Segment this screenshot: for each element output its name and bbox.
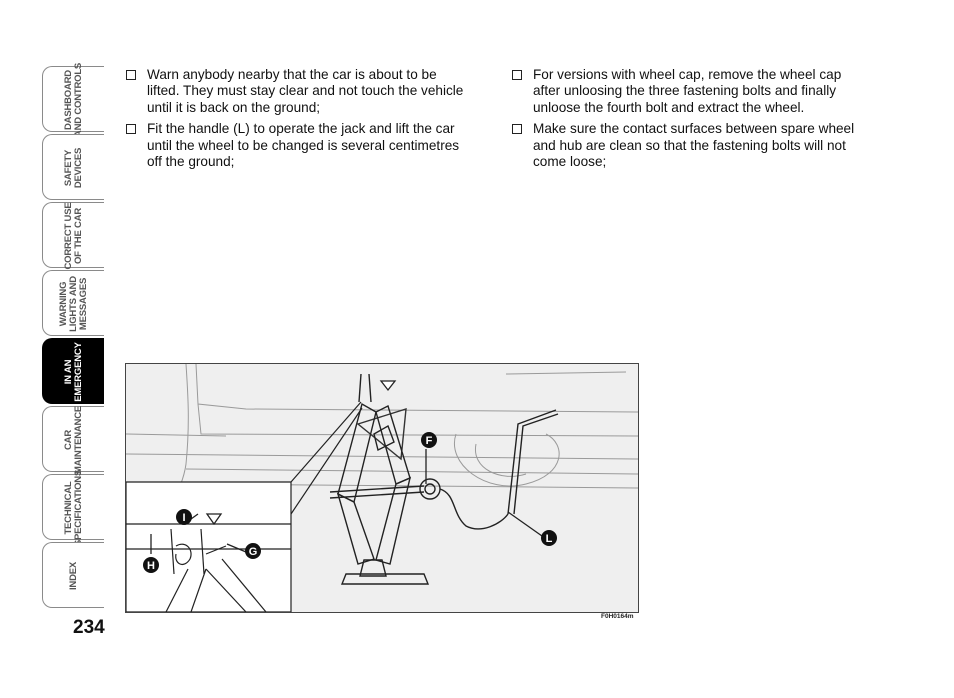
- tab-label: CAR MAINTENANCE: [63, 406, 84, 474]
- tab-label: WARNING LIGHTS AND MESSAGES: [58, 276, 89, 332]
- callout-F: F: [421, 432, 437, 448]
- list-item: Fit the handle (L) to operate the jack a…: [126, 121, 472, 170]
- checkbox-bullet-icon: [512, 70, 522, 80]
- figure-caption: F0H0164m: [601, 613, 634, 620]
- list-item-text: Make sure the contact surfaces between s…: [533, 121, 855, 170]
- callout-L: L: [541, 530, 557, 546]
- tab-technical-specifications[interactable]: TECHNICAL SPECIFICATIONS: [42, 470, 104, 546]
- list-item: Warn anybody nearby that the car is abou…: [126, 67, 472, 116]
- right-column: For versions with wheel cap, remove the …: [512, 67, 864, 175]
- tab-car-maintenance[interactable]: CAR MAINTENANCE: [42, 406, 104, 474]
- jack-illustration: F L I G H: [125, 363, 639, 613]
- callout-letter-I: I: [182, 512, 185, 524]
- tab-label: CORRECT USE OF THE CAR: [63, 202, 84, 270]
- tab-label: TECHNICAL SPECIFICATIONS: [63, 469, 84, 547]
- list-item-text: Fit the handle (L) to operate the jack a…: [147, 121, 460, 170]
- left-column: Warn anybody nearby that the car is abou…: [126, 67, 472, 175]
- jack-diagram: F L I G H: [126, 364, 638, 612]
- callout-letter-G: G: [249, 546, 258, 558]
- checkbox-bullet-icon: [126, 124, 136, 135]
- tab-label: SAFETY DEVICES: [63, 147, 84, 189]
- list-item-text: For versions with wheel cap, remove the …: [533, 67, 842, 115]
- callout-letter-H: H: [147, 560, 155, 572]
- tab-label: INDEX: [68, 561, 79, 591]
- checkbox-bullet-icon: [512, 124, 522, 135]
- tab-safety-devices[interactable]: SAFETY DEVICES: [42, 134, 104, 200]
- tab-label: DASHBOARD AND CONTROLS: [63, 62, 84, 138]
- page-number: 234: [73, 617, 105, 638]
- tab-index[interactable]: INDEX: [42, 542, 104, 608]
- list-item: Make sure the contact surfaces between s…: [512, 121, 864, 170]
- callout-I: I: [176, 509, 192, 525]
- callout-G: G: [245, 543, 261, 559]
- tab-warning-lights-and-messages[interactable]: WARNING LIGHTS AND MESSAGES: [42, 270, 104, 336]
- tab-correct-use-of-the-car[interactable]: CORRECT USE OF THE CAR: [42, 202, 104, 270]
- list-item: For versions with wheel cap, remove the …: [512, 67, 864, 116]
- tab-label: IN AN EMERGENCY: [63, 342, 84, 402]
- callout-letter-L: L: [546, 533, 553, 545]
- tab-in-an-emergency[interactable]: IN AN EMERGENCY: [42, 338, 104, 404]
- callout-H: H: [143, 557, 159, 573]
- tab-dashboard-and-controls[interactable]: DASHBOARD AND CONTROLS: [42, 63, 104, 137]
- list-item-text: Warn anybody nearby that the car is abou…: [147, 67, 464, 115]
- checkbox-bullet-icon: [126, 70, 136, 80]
- callout-letter-F: F: [426, 435, 433, 447]
